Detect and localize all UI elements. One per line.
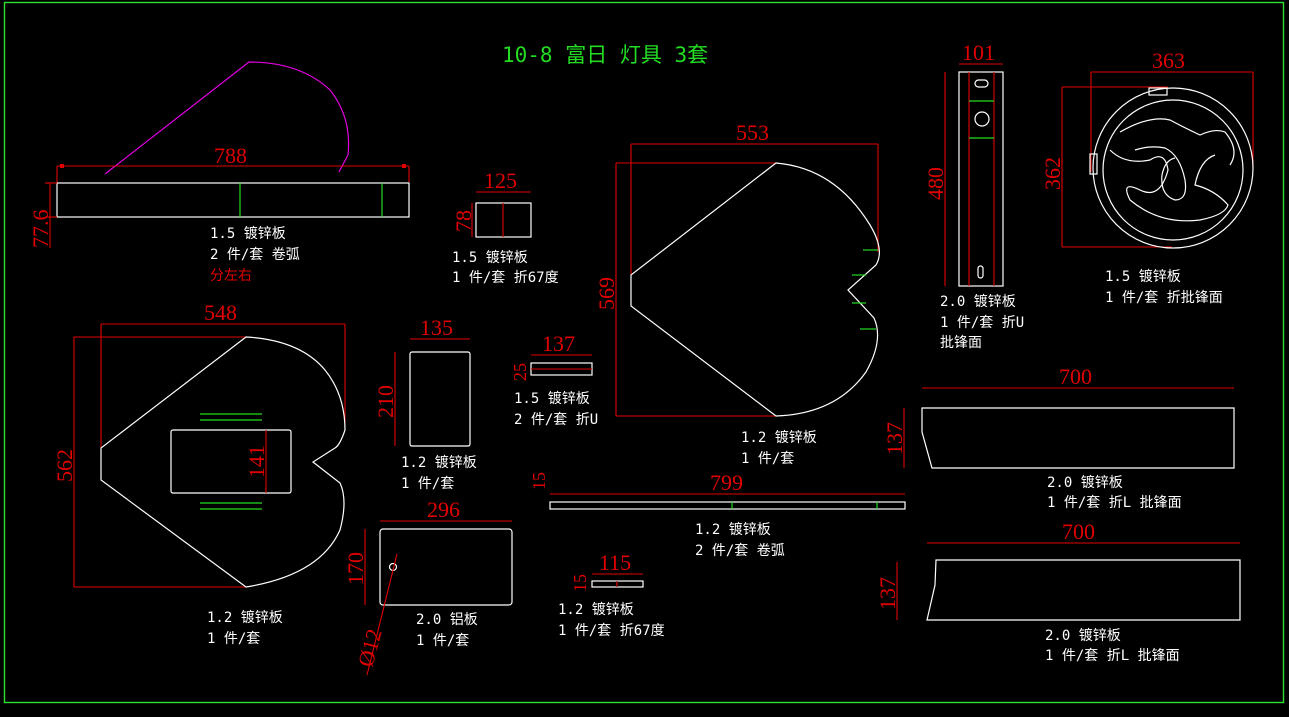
dim-text-height: 210	[373, 385, 398, 418]
round-hole	[974, 111, 990, 127]
dim-text-height: 78	[451, 210, 476, 232]
dim-text-width: 553	[736, 120, 769, 145]
logo-swirl	[1109, 118, 1235, 222]
mount-tab	[1089, 153, 1098, 175]
part-plate-296[interactable]: 296 170 Ø12 2.0 铝板 1 件/套	[343, 497, 513, 676]
part-strip-799[interactable]: 799 15 1.2 镀锌板 2 件/套 卷弧	[529, 470, 906, 559]
dim-text-width: 125	[484, 168, 517, 193]
part-note-material: 1.5 镀锌板	[210, 225, 286, 242]
cutout-rect	[170, 429, 292, 494]
dim-text-width: 363	[1152, 48, 1185, 73]
dim-text-hole: Ø12	[353, 626, 387, 669]
part-note-material: 2.0 镀锌板	[1047, 474, 1123, 491]
dim-text-width: 115	[599, 550, 631, 575]
part-note-quantity: 1 件/套	[401, 476, 454, 492]
dim-text-height: 15	[529, 472, 549, 490]
part-heart-553[interactable]: 553 569 1.2 镀锌板 1 件/套	[594, 120, 880, 467]
dim-text-width: 137	[542, 331, 575, 356]
part-outline	[630, 162, 880, 417]
part-outline	[921, 407, 1235, 469]
part-note-material: 1.2 镀锌板	[558, 601, 634, 618]
dim-text-width: 101	[962, 40, 995, 65]
part-note-quantity: 1 件/套	[207, 631, 260, 647]
dim-text-width: 788	[214, 143, 247, 168]
part-outline	[56, 182, 410, 218]
part-note-quantity: 1 件/套 折批锋面	[1105, 290, 1223, 306]
part-note-material: 1.5 镀锌板	[1105, 268, 1181, 285]
drawing-title: 10-8 富日 灯具 3套	[502, 43, 708, 67]
part-note-quantity: 1 件/套 折L 批锋面	[1045, 648, 1180, 664]
dim-text-height: 562	[52, 449, 77, 482]
part-panel-700-b[interactable]: 700 137 2.0 镀锌板 1 件/套 折L 批锋面	[875, 519, 1241, 664]
dim-text-height: 77.6	[28, 210, 53, 249]
part-note-quantity: 1 件/套 折L 批锋面	[1047, 495, 1182, 511]
part-note-material: 2.0 镀锌板	[1045, 627, 1121, 644]
dim-tick	[60, 164, 64, 168]
part-note-quantity: 1 件/套	[741, 451, 794, 467]
dim-text-width: 296	[427, 497, 460, 522]
part-outline	[958, 71, 1004, 287]
dim-text-width: 799	[710, 470, 743, 495]
part-note-material: 1.5 镀锌板	[514, 390, 590, 407]
part-note-quantity: 2 件/套 卷弧	[210, 247, 300, 263]
part-note-warning: 分左右	[210, 268, 252, 284]
part-channel-101[interactable]: 101 480 2.0 镀锌板 1 件/套 折U 批锋面	[923, 40, 1024, 351]
logo-outer-ring	[1092, 87, 1254, 249]
dim-text-height: 480	[923, 167, 948, 200]
dim-text-cutout: 141	[244, 445, 269, 478]
part-note-extra: 批锋面	[940, 335, 982, 351]
dim-text-width: 700	[1062, 519, 1095, 544]
part-note-material: 1.2 镀锌板	[207, 609, 283, 626]
part-note-quantity: 1 件/套 折67度	[452, 270, 559, 286]
part-outline	[926, 559, 1241, 621]
part-outline	[549, 501, 906, 510]
part-strip-137[interactable]: 137 25 1.5 镀锌板 2 件/套 折U	[510, 331, 598, 428]
part-note-quantity: 1 件/套 折67度	[558, 623, 665, 639]
hole-leader-line	[366, 553, 398, 676]
dim-text-width: 548	[204, 300, 237, 325]
part-note-material: 1.2 镀锌板	[695, 521, 771, 538]
part-outline	[100, 336, 346, 588]
part-note-material: 1.2 镀锌板	[741, 429, 817, 446]
dim-text-height: 569	[594, 277, 619, 310]
part-outline	[409, 351, 471, 447]
slot-hole	[974, 79, 989, 88]
part-note-material: 1.2 镀锌板	[401, 454, 477, 471]
part-outline	[379, 528, 513, 606]
part-note-material: 2.0 铝板	[416, 612, 478, 628]
logo-inner-ring	[1102, 99, 1244, 241]
dim-text-height: 15	[570, 574, 590, 592]
part-note-quantity: 1 件/套 折U	[940, 315, 1024, 331]
part-logo-363[interactable]: 363 362 1.5 镀锌板 1 件/套 折批锋面	[1040, 48, 1254, 306]
dim-text-height: 362	[1040, 157, 1065, 190]
dim-tick	[402, 164, 406, 168]
mount-tab	[1148, 87, 1168, 96]
dim-text-height: 137	[882, 422, 907, 455]
drawing-frame	[3, 1, 1285, 704]
dim-text-width: 700	[1059, 364, 1092, 389]
part-note-material: 2.0 镀锌板	[940, 293, 1016, 310]
roll-arc-curve	[104, 61, 350, 175]
part-panel-700-a[interactable]: 700 137 2.0 镀锌板 1 件/套 折L 批锋面	[882, 364, 1235, 511]
slot-hole	[977, 265, 984, 279]
part-note-material: 1.5 镀锌板	[452, 249, 528, 266]
part-plate-125[interactable]: 125 78 1.5 镀锌板 1 件/套 折67度	[451, 168, 559, 286]
dim-text-height: 170	[343, 552, 368, 585]
part-strip-788[interactable]: 788 77.6 1.5 镀锌板 2 件/套 卷弧 分左右	[28, 61, 410, 284]
part-plate-135[interactable]: 135 210 1.2 镀锌板 1 件/套	[373, 315, 477, 492]
dim-text-height: 137	[875, 577, 900, 610]
part-note-quantity: 2 件/套 卷弧	[695, 543, 785, 559]
dim-text-width: 135	[420, 315, 453, 340]
dim-text-height: 25	[510, 363, 530, 381]
logo-swirl-inner	[1134, 146, 1187, 201]
part-strip-115[interactable]: 115 15 1.2 镀锌板 1 件/套 折67度	[558, 550, 665, 639]
part-note-quantity: 1 件/套	[416, 633, 469, 649]
part-note-quantity: 2 件/套 折U	[514, 412, 598, 428]
part-heart-548[interactable]: 548 562 141 1.2 镀锌板 1 件/套	[52, 300, 346, 647]
